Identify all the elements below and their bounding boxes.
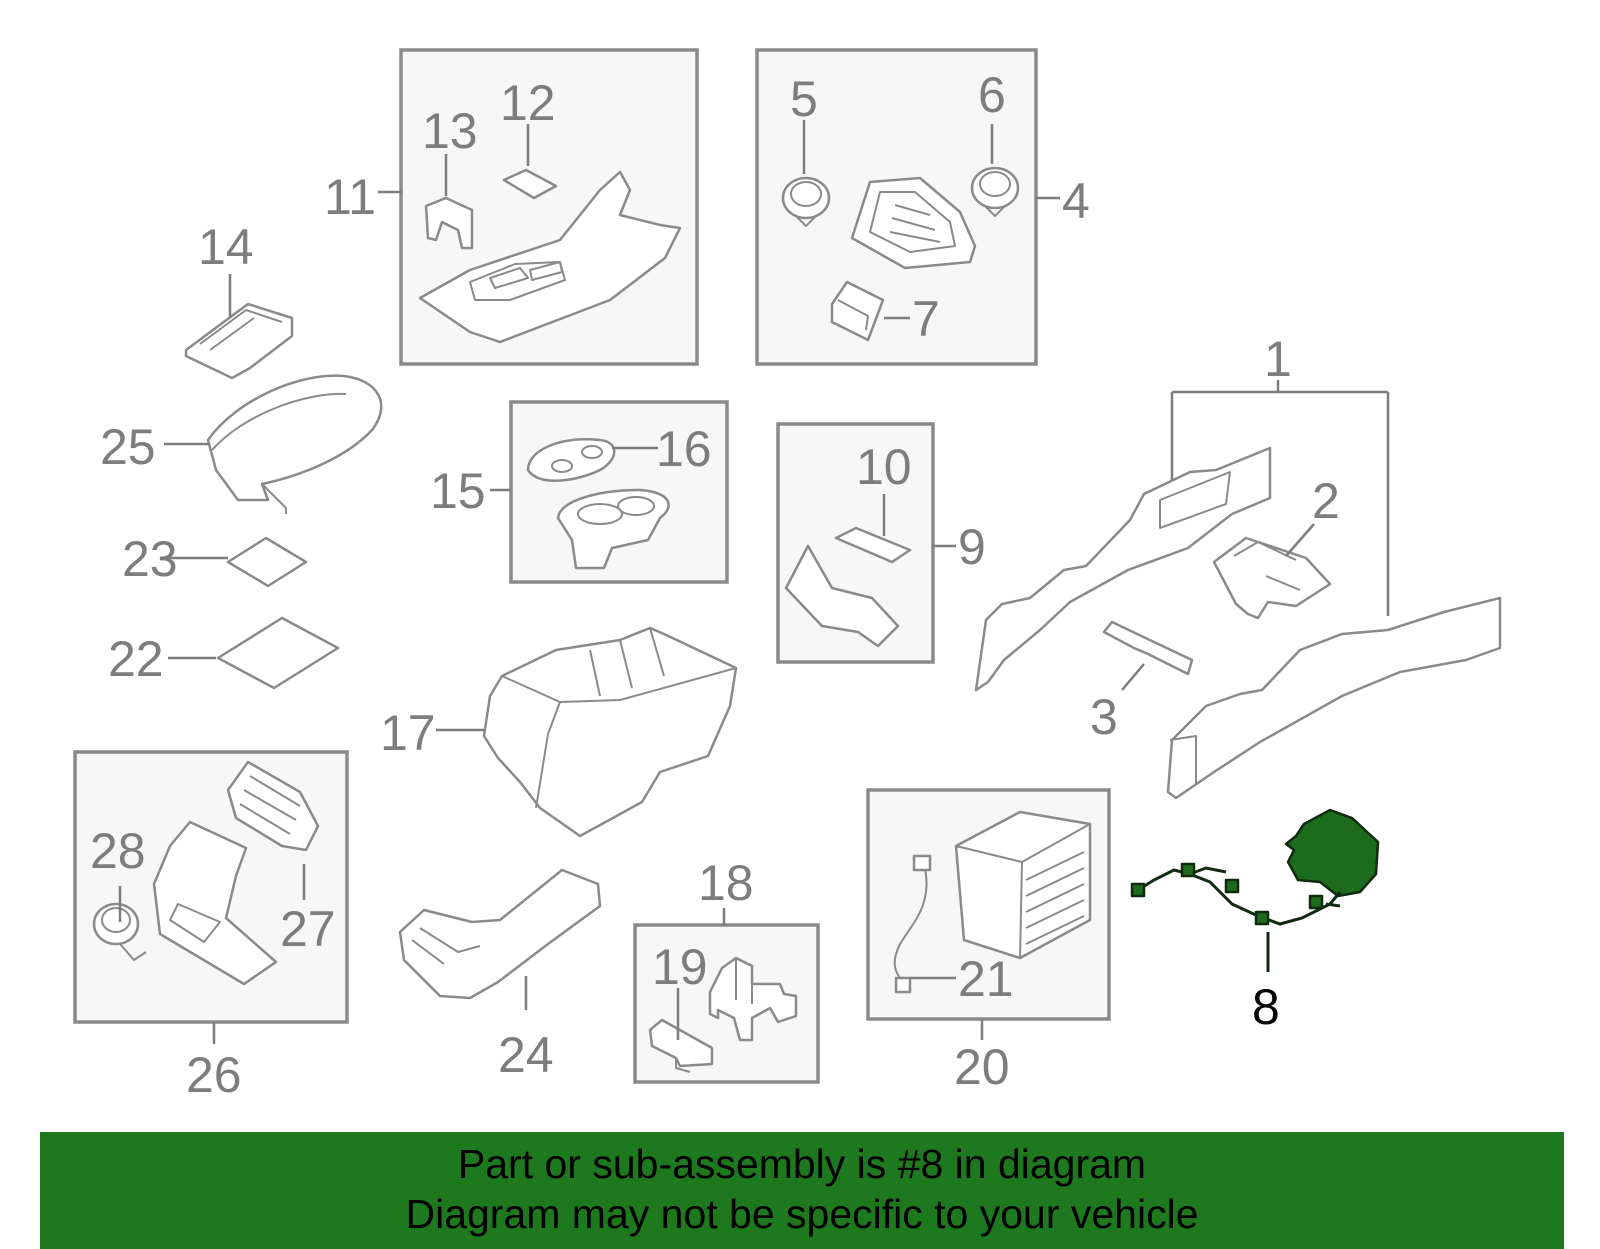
callout-16: 16 [656,421,712,477]
callout-20: 20 [954,1039,1010,1095]
callout-1: 1 [1264,331,1292,387]
banner-line-1: Part or sub-assembly is #8 in diagram [457,1141,1147,1187]
callout-6: 6 [978,67,1006,123]
part-15-cupholder[interactable] [556,488,670,570]
part-21-harness[interactable] [893,854,932,994]
callout-28: 28 [90,823,146,879]
callout-5: 5 [790,71,818,127]
part-16-cupholder-trim[interactable] [526,438,616,482]
callout-18: 18 [698,855,754,911]
part-9-tray[interactable] [784,544,900,648]
callout-labels: 1 2 3 4 5 6 7 8 9 10 11 12 13 14 15 16 1… [90,67,1340,1103]
part-20-module[interactable] [954,810,1092,960]
callout-3: 3 [1090,689,1118,745]
part-7-switch[interactable] [830,280,885,342]
callout-9: 9 [958,519,986,575]
callout-22: 22 [108,631,164,687]
callout-14: 14 [198,219,254,275]
part-23-pad[interactable] [226,536,308,588]
callout-21: 21 [958,951,1014,1007]
part-5-knob[interactable] [781,176,831,227]
part-14-switch[interactable] [184,302,294,380]
part-26-rear-trim[interactable] [152,820,278,986]
callout-23: 23 [122,531,178,587]
callout-19: 19 [652,939,708,995]
part-3-bracket[interactable] [1102,620,1194,676]
part-27-vent[interactable] [226,760,320,852]
part-22-pad[interactable] [216,616,340,690]
part-6-knob[interactable] [970,166,1020,217]
part-11-console-trim[interactable] [418,170,682,344]
part-4-switch-panel[interactable] [850,176,977,270]
callout-25: 25 [100,419,156,475]
callout-7: 7 [912,291,940,347]
part-28-knob[interactable] [92,902,147,961]
callout-13: 13 [422,103,478,159]
callout-2: 2 [1312,473,1340,529]
part-8-wiring-harness[interactable] [1130,808,1380,926]
part-25-armrest[interactable] [206,374,383,514]
callout-12: 12 [500,75,556,131]
info-banner: Part or sub-assembly is #8 in diagram Di… [40,1132,1564,1249]
part-19-clip[interactable] [648,1018,714,1073]
part-10-mat[interactable] [834,526,912,564]
part-18-bracket[interactable] [708,956,798,1042]
banner-line-2: Diagram may not be specific to your vehi… [405,1191,1199,1237]
leader-lines [118,120,1390,1044]
part-24-duct[interactable] [398,868,602,1000]
part-12-insert[interactable] [502,168,558,200]
callout-26: 26 [186,1047,242,1103]
callout-24: 24 [498,1027,554,1083]
part-1-side-panel-left[interactable] [974,446,1272,692]
part-2-bracket[interactable] [1212,536,1332,620]
callout-17: 17 [380,705,436,761]
callout-27: 27 [280,901,336,957]
callout-11: 11 [324,169,376,225]
callout-8: 8 [1252,979,1280,1035]
callout-15: 15 [430,463,486,519]
callout-10: 10 [856,439,912,495]
part-1-side-panel-right[interactable] [1166,596,1502,800]
part-17-console-body[interactable] [482,626,738,838]
part-13-bracket[interactable] [424,196,474,250]
callout-4: 4 [1062,173,1090,229]
